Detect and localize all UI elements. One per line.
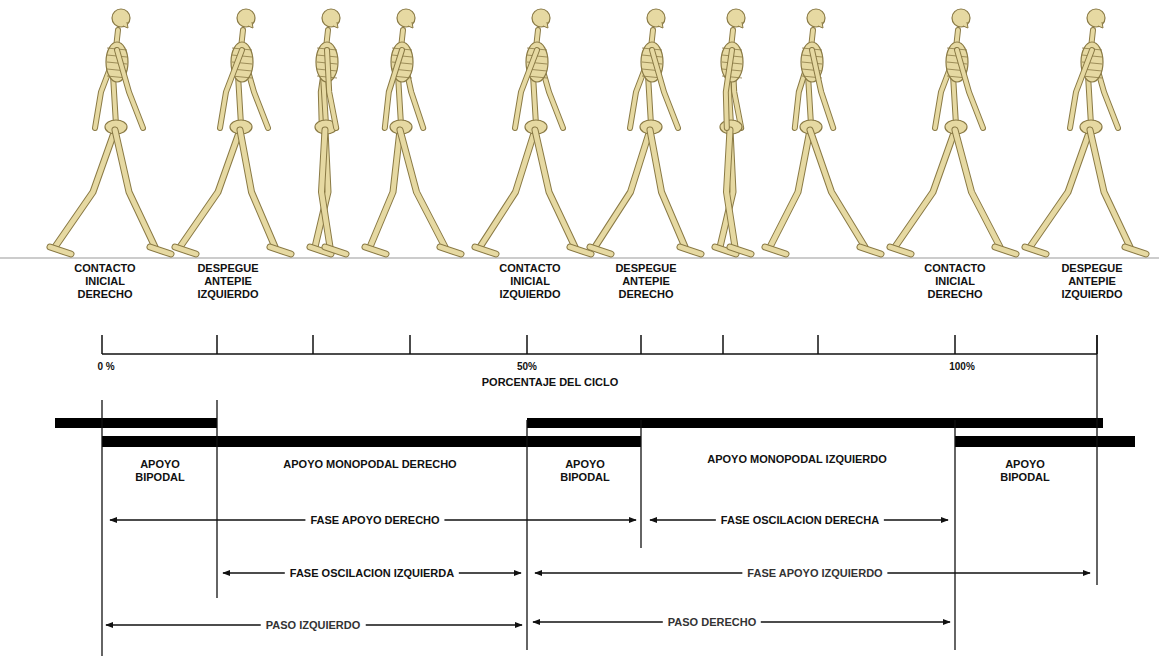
support-label: APOYO MONOPODAL IZQUIERDO [707, 453, 886, 466]
scale-tick [216, 335, 218, 354]
scale-tick [722, 335, 724, 354]
skeleton-figure [1025, 9, 1146, 254]
skeleton-figure [365, 9, 461, 254]
percent-label: 50% [517, 360, 537, 373]
scale-tick [954, 335, 956, 354]
phase-guide [954, 420, 955, 650]
percent-label: 100% [949, 360, 975, 373]
skeleton-figure [590, 9, 701, 254]
event-label: DESPEGUE ANTEPIE DERECHO [606, 262, 686, 301]
phase-guide [1096, 335, 1097, 585]
scale-tick [409, 335, 411, 354]
ground-line [0, 257, 1159, 259]
scale-tick [526, 335, 528, 354]
support-label: APOYO BIPODAL [550, 458, 620, 484]
scale-tick [817, 335, 819, 354]
support-label: APOYO BIPODAL [990, 458, 1060, 484]
support-bar [55, 418, 217, 428]
skeleton-figure [475, 9, 591, 254]
percent-label: 0 % [97, 360, 114, 373]
axis-title: PORCENTAJE DEL CICLO [482, 376, 619, 389]
phase-label: FASE APOYO IZQUIERDO [742, 567, 887, 580]
support-bar [527, 418, 1103, 428]
support-bar [955, 436, 1135, 447]
scale-tick [101, 335, 103, 354]
skeleton-figure [890, 9, 1016, 254]
event-label: DESPEGUE ANTEPIE IZQUIERDO [1052, 262, 1132, 301]
phase-guide [101, 400, 102, 656]
event-label: CONTACTO INICIAL DERECHO [65, 262, 145, 301]
skeleton-figure [310, 9, 346, 254]
skeleton-figure [765, 9, 881, 254]
support-label: APOYO MONOPODAL DERECHO [283, 458, 456, 471]
phase-guide [640, 420, 641, 548]
skeleton-figure [715, 9, 751, 254]
step-label: PASO IZQUIERDO [261, 619, 366, 632]
skeleton-figure [50, 9, 171, 254]
support-label: APOYO BIPODAL [125, 458, 195, 484]
event-label: CONTACTO INICIAL DERECHO [915, 262, 995, 301]
event-label: CONTACTO INICIAL IZQUIERDO [490, 262, 570, 301]
scale-tick [640, 335, 642, 354]
phase-guide [526, 420, 527, 650]
scale-tick [312, 335, 314, 354]
phase-label: FASE OSCILACION DERECHA [716, 514, 884, 527]
phase-guide [216, 400, 217, 598]
phase-label: FASE OSCILACION IZQUIERDA [285, 567, 459, 580]
skeleton-figure [175, 9, 291, 254]
phase-label: FASE APOYO DERECHO [305, 514, 444, 527]
event-label: DESPEGUE ANTEPIE IZQUIERDO [188, 262, 268, 301]
support-bar [102, 436, 641, 447]
step-label: PASO DERECHO [663, 616, 761, 629]
cycle-scale [102, 353, 1097, 355]
